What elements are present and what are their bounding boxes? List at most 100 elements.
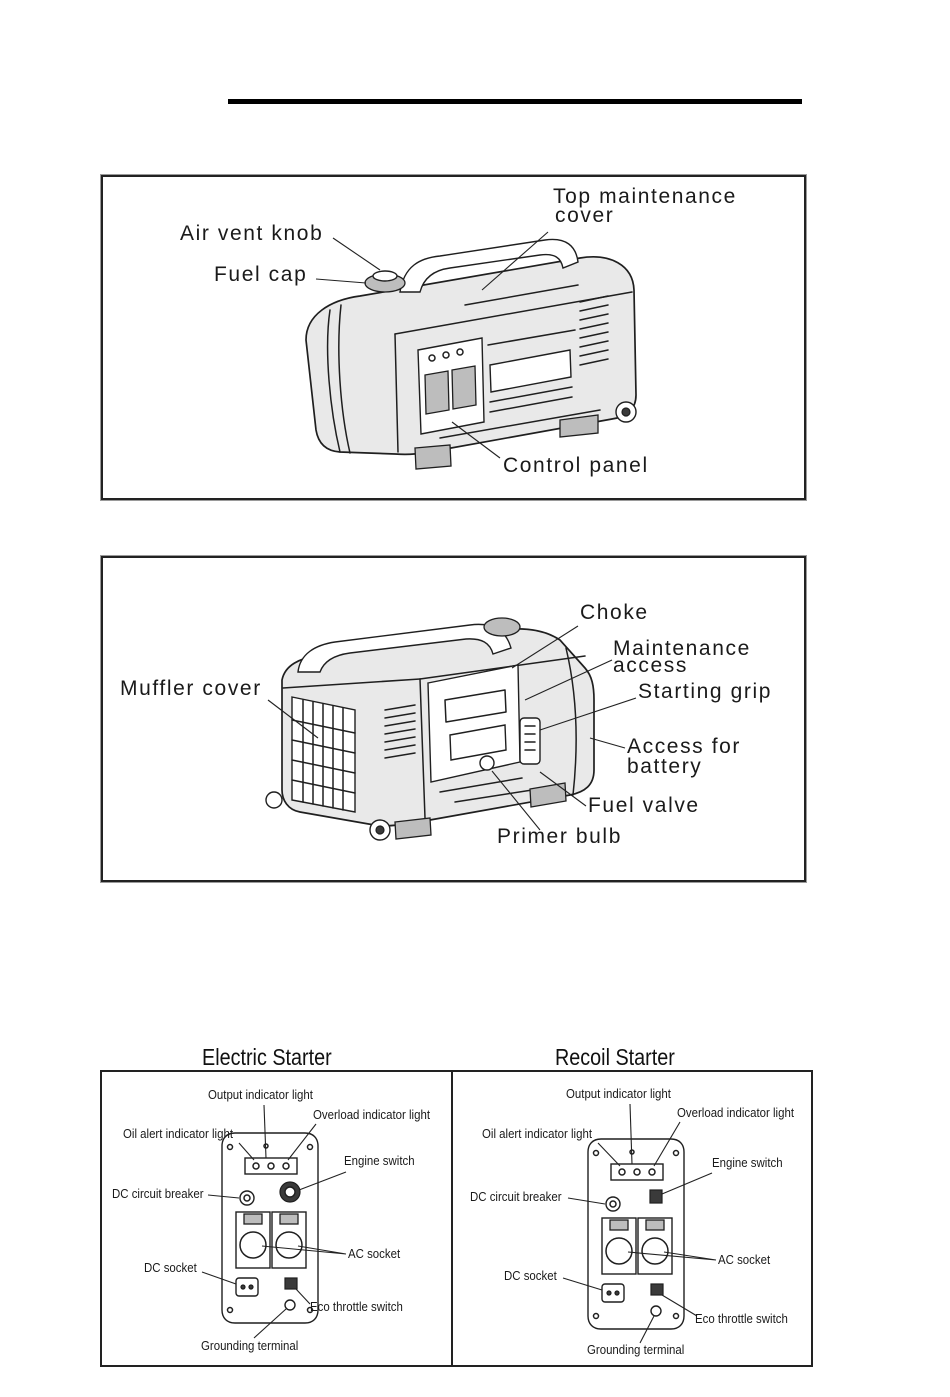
oil-alert-light [618, 1168, 626, 1176]
figure1-frame [101, 175, 806, 500]
grille-bar [291, 759, 356, 774]
screw [592, 1149, 600, 1157]
socket-face [239, 1231, 267, 1259]
leader-choke [511, 625, 579, 669]
side-louver [579, 358, 609, 366]
wheel-hub [621, 407, 631, 417]
label-starting-grip: Starting grip [638, 680, 773, 703]
label-line: cover [555, 204, 615, 227]
oil-alert-light [252, 1162, 260, 1170]
lower-slot [439, 777, 523, 793]
overload-light [282, 1162, 290, 1170]
grille-bar [291, 739, 356, 754]
label-engine-switch: Engine switch [344, 1153, 415, 1168]
leader-oil-alert-indicator-light [597, 1142, 621, 1167]
socket-hole [248, 1284, 254, 1290]
label-oil-alert-indicator-light: Oil alert indicator light [123, 1126, 233, 1141]
leader-fuel-valve [539, 771, 587, 807]
screw [226, 1143, 234, 1151]
engine-switch-rocker [649, 1189, 663, 1204]
screw [226, 1306, 234, 1314]
recoil-starter-panel [587, 1138, 685, 1330]
grip-ridge [524, 725, 536, 751]
socket-hole [606, 1290, 612, 1296]
label-line: Maintenance [613, 637, 751, 660]
end-cap-band [282, 678, 421, 689]
dc-breaker-shape [605, 1196, 621, 1212]
grounding-terminal-shape [284, 1299, 296, 1311]
label-eco-throttle-switch: Eco throttle switch [310, 1299, 403, 1314]
label-muffler-cover: Muffler cover [120, 677, 262, 700]
starting-grip-shape [519, 717, 541, 765]
side-louver [384, 704, 416, 711]
panel-light [428, 354, 436, 362]
engine-switch-center [284, 1186, 296, 1198]
label-line: Top maintenance [553, 185, 737, 208]
label-dc-circuit-breaker: DC circuit breaker [470, 1189, 562, 1204]
label-oil-alert-indicator-light: Oil alert indicator light [482, 1126, 592, 1141]
screw [306, 1306, 314, 1314]
top-cap-shape [483, 617, 521, 637]
maintenance-access-panel [427, 664, 521, 783]
leader-oil-alert-indicator-light [238, 1142, 255, 1161]
generator-rear-drawing [265, 617, 637, 841]
label-fuel-valve: Fuel valve [588, 794, 700, 817]
label-fuel-cap: Fuel cap [214, 263, 308, 286]
leader-ac-socket [261, 1245, 347, 1255]
indicator-strip [610, 1163, 664, 1181]
label-overload-indicator-light: Overload indicator light [677, 1105, 795, 1120]
side-louver [384, 752, 416, 759]
leader-engine-switch [298, 1171, 347, 1191]
label-dc-circuit-breaker: DC circuit breaker [112, 1186, 204, 1201]
carry-handle [399, 238, 579, 293]
label-air-vent-knob: Air vent knob [180, 222, 324, 245]
wheel-hub [375, 825, 385, 835]
eco-switch-shape [650, 1283, 664, 1296]
leader-overload-indicator-light [653, 1121, 681, 1167]
ac-socket-shape [424, 370, 450, 415]
socket-cover [645, 1219, 665, 1231]
dc-breaker-button [609, 1200, 617, 1208]
header-rule [228, 99, 802, 104]
front-display-window [489, 349, 572, 393]
dc-socket-shape [235, 1277, 259, 1297]
screw [672, 1149, 680, 1157]
leader-muffler-cover [267, 699, 319, 739]
side-louver [384, 736, 416, 743]
air-vent-knob-shape [372, 270, 398, 282]
output-light [633, 1168, 641, 1176]
side-vertical-edge [419, 678, 426, 819]
socket-cover [609, 1219, 629, 1231]
dc-breaker-button [243, 1194, 251, 1202]
end-cap-band-outer [326, 309, 341, 453]
leader-fuel-cap [315, 278, 367, 284]
leader-starting-grip [539, 697, 637, 731]
access-window [449, 724, 507, 761]
wheel [265, 791, 283, 809]
front-slot [489, 396, 573, 413]
control-panels-drawing [201, 1103, 717, 1344]
label-grounding-terminal: Grounding terminal [587, 1342, 685, 1357]
front-slot [489, 386, 573, 403]
leader-eco-throttle-switch [661, 1294, 698, 1317]
indicator-strip [244, 1157, 298, 1175]
label-choke: Choke [580, 601, 649, 624]
foot [529, 782, 567, 808]
leader-ac-socket [627, 1251, 717, 1261]
leader-dc-socket [201, 1271, 237, 1285]
leader-output-indicator-light [263, 1104, 267, 1159]
end-cap-band [565, 647, 577, 796]
panel-table-frame [100, 1070, 813, 1367]
side-louver [579, 313, 609, 321]
label-grounding-terminal: Grounding terminal [201, 1338, 299, 1353]
screw [672, 1312, 680, 1320]
label-output-indicator-light: Output indicator light [566, 1086, 671, 1101]
heading-electric-starter: Electric Starter [202, 1044, 332, 1070]
socket-face [275, 1231, 303, 1259]
leader-overload-indicator-light [287, 1123, 317, 1161]
leader-control-panel [451, 421, 501, 459]
label-maintenance-access: Maintenance access [613, 637, 751, 676]
side-louver [384, 728, 416, 735]
dc-socket-shape [601, 1283, 625, 1303]
leader-access-for-battery [589, 737, 626, 749]
